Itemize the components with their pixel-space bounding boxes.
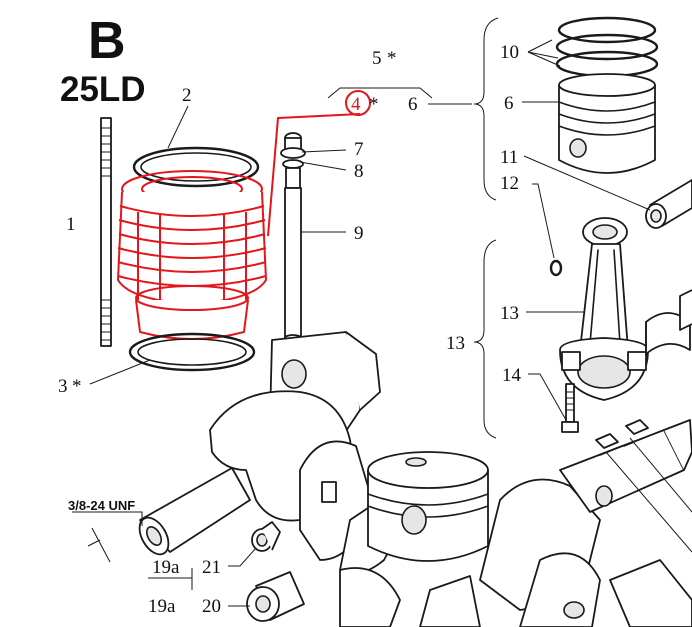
piston-pin[interactable] bbox=[645, 179, 692, 229]
thread-spec: 3/8-24 UNF bbox=[68, 498, 135, 513]
bearing-shells[interactable] bbox=[645, 289, 692, 355]
label-21: 21 bbox=[202, 557, 221, 578]
small-bush[interactable] bbox=[251, 521, 281, 552]
label-5-star: * bbox=[387, 48, 397, 69]
highlight-circle bbox=[345, 90, 371, 116]
label-13-right: 13 bbox=[500, 303, 519, 324]
label-12: 12 bbox=[500, 173, 519, 194]
circlip[interactable] bbox=[549, 259, 563, 277]
bearing-inserts[interactable] bbox=[595, 419, 649, 449]
section-letter: B bbox=[88, 12, 126, 70]
label-20: 20 bbox=[202, 596, 221, 617]
engine-model: 25LD bbox=[60, 70, 146, 109]
label-6-right: 6 bbox=[504, 93, 514, 114]
sleeve-bush[interactable] bbox=[246, 571, 305, 622]
label-2: 2 bbox=[182, 85, 192, 106]
label-19a-bottom: 19a bbox=[148, 596, 176, 617]
leader-lines bbox=[72, 17, 692, 607]
head-gasket[interactable] bbox=[132, 146, 260, 188]
label-5: 5 bbox=[372, 48, 382, 69]
label-11: 11 bbox=[500, 147, 518, 168]
label-13-left: 13 bbox=[446, 333, 465, 354]
piston-center[interactable] bbox=[367, 451, 489, 562]
label-4: 4 bbox=[351, 94, 361, 115]
conrod-bolt[interactable] bbox=[561, 383, 579, 433]
piston-rings[interactable] bbox=[555, 16, 659, 78]
label-4-star: * bbox=[369, 94, 379, 115]
label-7: 7 bbox=[354, 139, 364, 160]
label-6-left: 6 bbox=[408, 94, 418, 115]
crankshaft-right[interactable] bbox=[339, 419, 692, 627]
label-3: 3 bbox=[58, 376, 68, 397]
label-3-star: * bbox=[72, 376, 82, 397]
highlight-leader bbox=[267, 113, 361, 237]
label-19a-top: 19a bbox=[152, 557, 180, 578]
push-rod-assembly[interactable] bbox=[280, 132, 306, 342]
label-10: 10 bbox=[500, 42, 519, 63]
label-8: 8 bbox=[354, 161, 364, 182]
label-14: 14 bbox=[502, 365, 522, 386]
cylinder-highlighted[interactable] bbox=[117, 170, 267, 340]
piston[interactable] bbox=[558, 73, 656, 174]
connecting-rod[interactable] bbox=[559, 217, 649, 401]
stud-bolt[interactable] bbox=[100, 117, 112, 347]
label-1: 1 bbox=[66, 214, 76, 235]
label-9: 9 bbox=[354, 223, 364, 244]
base-gasket[interactable] bbox=[128, 332, 256, 372]
